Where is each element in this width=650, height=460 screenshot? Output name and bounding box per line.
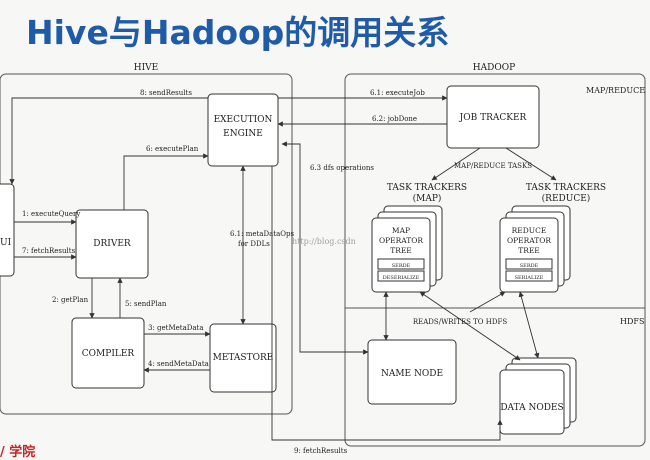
flow-execute-job: 6.1: executeJob <box>370 89 425 97</box>
task-trackers-map-label-2: (MAP) <box>413 193 442 204</box>
reduce-serialize-label: SERIALIZE <box>515 275 544 281</box>
reduce-tree-label-2: OPERATOR <box>507 236 551 245</box>
flow-get-meta-data: 3: getMetaData <box>148 324 204 332</box>
flow-fetch-results-7: 7: fetchResults <box>22 247 76 255</box>
task-trackers-map-label-1: TASK TRACKERS <box>387 183 467 193</box>
reduce-tree-label-3: TREE <box>518 246 540 255</box>
map-tree-label-2: OPERATOR <box>379 236 423 245</box>
arrow-send-results <box>9 97 208 185</box>
arrow-map-tasks <box>431 147 481 181</box>
metastore-label: METASTORE <box>213 353 274 363</box>
slide-title: Hive与Hadoop的调用关系 <box>26 13 450 52</box>
execution-engine-label-1: EXECUTION <box>214 115 273 125</box>
flow-send-meta-data: 4: sendMetaData <box>148 360 209 368</box>
hdfs-region-label: HDFS <box>620 317 644 326</box>
hive-region-label: HIVE <box>134 63 158 73</box>
map-deserialize-box <box>377 270 425 282</box>
flow-dfs-operations: 6.3 dfs operations <box>310 164 374 172</box>
map-reduce-region-label: MAP/REDUCE <box>586 86 645 95</box>
arrow-reduce-tasks <box>505 147 557 181</box>
data-nodes-box <box>499 369 565 435</box>
flow-job-done: 6.2: jobDone <box>372 115 417 123</box>
map-tree-label-3: TREE <box>390 246 412 255</box>
compiler-label: COMPILER <box>82 349 135 359</box>
arrow-reduce-read <box>469 291 506 313</box>
bottom-text: / 学院 <box>0 445 36 460</box>
data-nodes-label: DATA NODES <box>500 403 563 413</box>
job-tracker-label: JOB TRACKER <box>459 113 527 123</box>
task-trackers-reduce-label-2: (REDUCE) <box>542 193 591 204</box>
ui-label: UI <box>0 238 12 248</box>
compiler-box <box>71 317 145 389</box>
flow-send-results: 8: sendResults <box>140 89 192 97</box>
map-serde-label: SERDE <box>392 263 411 269</box>
map-serde-box <box>377 258 425 270</box>
watermark: http://blog.csdn <box>292 237 356 246</box>
execution-engine-label-2: ENGINE <box>223 129 263 139</box>
flow-get-plan: 2: getPlan <box>52 296 89 304</box>
reduce-serde-box <box>505 258 553 270</box>
arrow-map-to-data-nodes <box>419 291 521 361</box>
flow-meta-data-ops-2: for DDLs <box>238 240 270 248</box>
reduce-serialize-box <box>505 270 553 282</box>
flow-execute-query: 1: executeQuery <box>22 210 80 218</box>
flow-fetch-results-9: 9: fetchResults <box>294 447 348 455</box>
driver-label: DRIVER <box>93 239 131 249</box>
flow-execute-plan: 6: executePlan <box>146 145 199 153</box>
ui-box <box>0 183 15 277</box>
job-tracker-box <box>446 85 540 149</box>
hadoop-region-label: HADOOP <box>473 63 515 73</box>
flow-map-reduce-tasks: MAP/REDUCE TASKS <box>454 162 532 170</box>
map-deserialize-label: DESERIALIZE <box>383 275 420 281</box>
arrow-execute-plan <box>123 153 209 210</box>
flow-reads-writes: READS/WRITES TO HDFS <box>413 318 507 326</box>
arrow-reduce-to-data-nodes <box>518 291 540 359</box>
reduce-serde-label: SERDE <box>520 263 539 269</box>
flow-send-plan: 5: sendPlan <box>125 300 167 308</box>
flow-meta-data-ops-1: 6.1: metaDataOps <box>230 230 294 238</box>
arrow-dfs-operations <box>281 141 369 355</box>
arrow-fetch-results-9 <box>271 166 503 441</box>
task-trackers-reduce-label-1: TASK TRACKERS <box>526 183 606 193</box>
reduce-tree-label-1: REDUCE <box>512 226 547 235</box>
map-tree-label-1: MAP <box>392 226 410 235</box>
name-node-label: NAME NODE <box>381 369 443 379</box>
driver-box <box>75 209 149 279</box>
